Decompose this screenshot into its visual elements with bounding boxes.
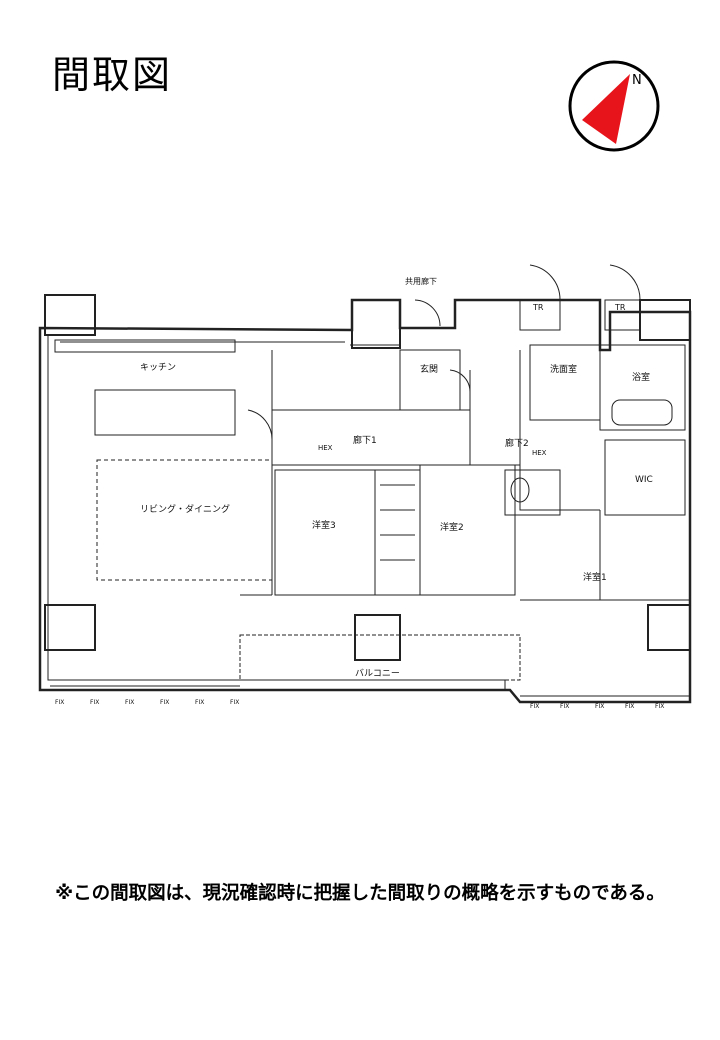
western-room-3-area	[274, 469, 376, 596]
door-swing	[247, 264, 641, 441]
room-label-western-room-1: 洋室1	[583, 571, 607, 583]
page-title: 間取図	[52, 53, 173, 97]
balcony-area	[239, 634, 521, 681]
exterior-wall	[38, 298, 692, 704]
tag-fix: FIX	[55, 699, 64, 706]
corridor-wall	[272, 350, 600, 511]
tag-tr: TR	[532, 303, 544, 312]
entrance-area	[399, 349, 461, 411]
tag-fix: FIX	[595, 703, 604, 710]
room-label-wic: WIC	[635, 475, 653, 485]
room-label-living-dining: リビング・ダイニング	[140, 503, 230, 515]
column	[639, 299, 691, 341]
column	[354, 614, 401, 661]
room-label-hallway-2: 廊下2	[505, 437, 529, 449]
column	[44, 604, 96, 651]
floor-plan: キッチン リビング・ダイニング 洋室3 洋室2 洋室1 玄関 廊下1 廊下2 洗…	[38, 264, 692, 710]
footer-note: ※この間取図は、現況確認時に把握した間取りの概略を示すものである。	[55, 883, 665, 904]
tag-fix: FIX	[230, 699, 239, 706]
column	[647, 604, 691, 651]
tag-fix: FIX	[530, 703, 539, 710]
room-label-balcony: バルコニー	[355, 668, 400, 679]
room-label-bathroom: 浴室	[632, 371, 650, 383]
ld-wall	[240, 350, 273, 596]
washroom-area	[529, 344, 601, 421]
tag-fix: FIX	[655, 703, 664, 710]
toilet	[510, 477, 530, 503]
tag-fix: FIX	[560, 703, 569, 710]
closet	[375, 469, 421, 596]
tag-hex: HEX	[318, 444, 333, 452]
bathtub	[611, 399, 673, 426]
room-label-western-room-3: 洋室3	[312, 519, 336, 531]
column	[351, 299, 401, 349]
column	[44, 294, 96, 336]
tr-closet	[604, 299, 641, 331]
western-room-2-area	[419, 464, 516, 596]
compass-needle	[582, 74, 630, 144]
kitchen-island	[94, 389, 236, 436]
tag-fix: FIX	[625, 703, 634, 710]
western-room-1-wall	[520, 510, 690, 601]
tag-tr: TR	[614, 303, 626, 312]
kitchen-counter	[54, 339, 236, 353]
tag-fix: FIX	[160, 699, 169, 706]
tr-closet	[519, 299, 561, 331]
room-label-washroom: 洗面室	[550, 363, 577, 375]
tag-fix: FIX	[90, 699, 99, 706]
compass-icon: N	[568, 60, 660, 152]
window-line	[50, 685, 690, 697]
compass-north-label: N	[632, 73, 642, 88]
room-label-kitchen: キッチン	[140, 362, 176, 373]
wic-area	[604, 439, 686, 516]
room-label-common-corridor: 共用廊下	[405, 276, 437, 286]
room-label-entrance: 玄関	[420, 363, 438, 375]
inner-wall	[47, 336, 506, 690]
living-dining-area	[96, 459, 273, 581]
bath-area	[599, 344, 686, 431]
tag-fix: FIX	[195, 699, 204, 706]
tag-hex: HEX	[532, 449, 547, 457]
room-label-hallway-1: 廊下1	[353, 434, 377, 446]
room-label-western-room-2: 洋室2	[440, 521, 464, 533]
tag-fix: FIX	[125, 699, 134, 706]
toilet-area	[504, 469, 561, 516]
